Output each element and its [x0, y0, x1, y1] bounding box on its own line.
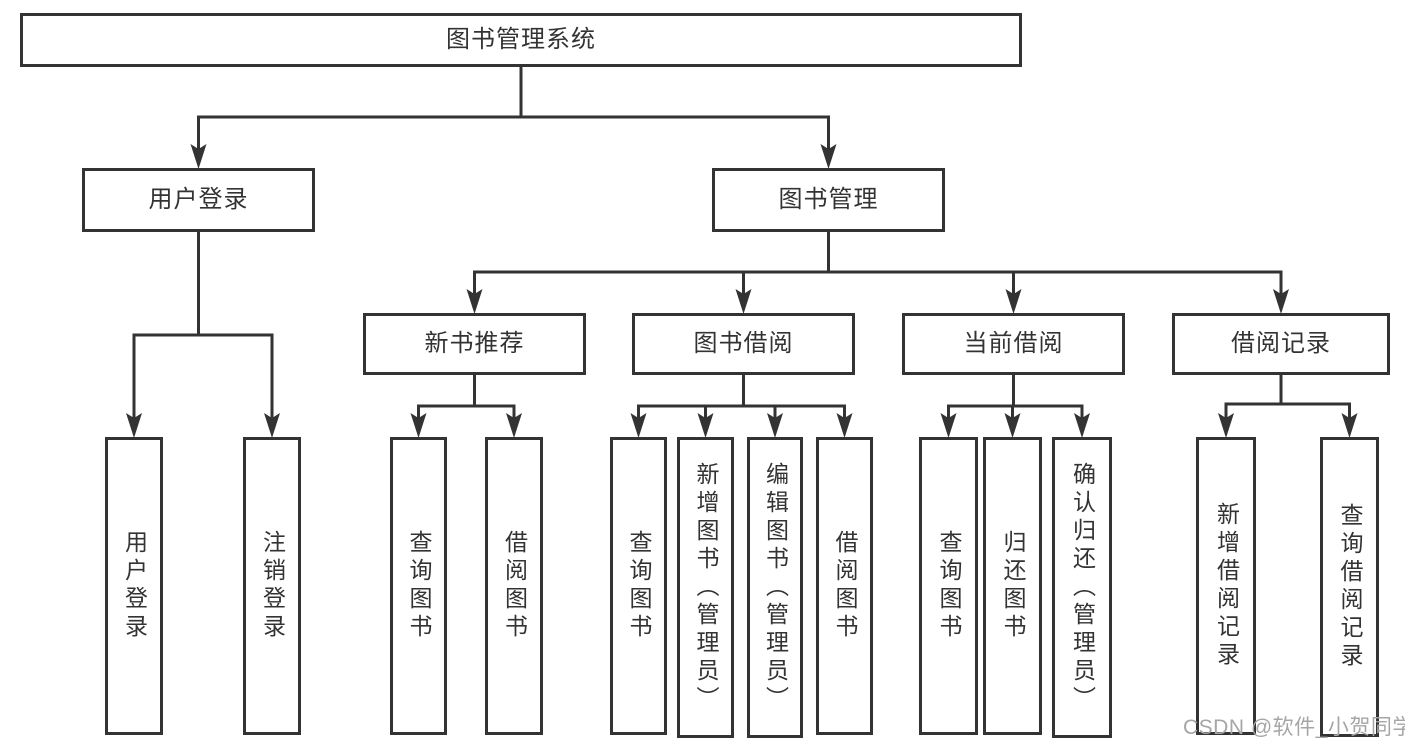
arrowhead-icon [1004, 413, 1021, 438]
node-leaf-borrow-book-2: 借阅图书 [816, 437, 873, 735]
node-label-leaf-query-book-2: 查询图书 [626, 530, 652, 642]
node-label-leaf-add-record: 新增借阅记录 [1213, 502, 1240, 670]
arrowhead-icon [466, 289, 483, 314]
node-leaf-edit-book: 编辑图书（管理员） [747, 437, 803, 738]
arrowhead-icon [126, 413, 142, 438]
edge-user-login [126, 230, 280, 438]
node-label-book-borrow: 图书借阅 [693, 329, 794, 357]
arrowhead-icon [820, 144, 837, 169]
node-label-leaf-query-book-1: 查询图书 [406, 530, 432, 642]
arrowhead-icon [1273, 289, 1289, 314]
node-label-leaf-query-book-3: 查询图书 [936, 530, 962, 642]
edge-root [190, 65, 837, 169]
edge-new-book-rec [410, 373, 522, 438]
node-label-leaf-confirm-return: 确认归还（管理员） [1069, 461, 1096, 714]
watermark: CSDN @软件_小贺同学 [1183, 716, 1405, 739]
node-label-leaf-add-book: 新增图书（管理员） [693, 461, 719, 714]
node-leaf-return-book: 归还图书 [983, 437, 1042, 735]
node-leaf-query-book-1: 查询图书 [390, 437, 447, 735]
node-current-borrow: 当前借阅 [902, 313, 1125, 375]
arrowhead-icon [767, 413, 783, 438]
node-label-root: 图书管理系统 [446, 25, 596, 53]
node-new-book-rec: 新书推荐 [363, 313, 586, 375]
node-label-leaf-return-book: 归还图书 [1000, 530, 1026, 642]
arrowhead-icon [735, 289, 752, 314]
arrowhead-icon [190, 144, 207, 169]
arrowhead-icon [1005, 289, 1022, 314]
node-leaf-user-login: 用户登录 [105, 437, 163, 735]
node-leaf-add-record: 新增借阅记录 [1196, 437, 1256, 735]
arrowhead-icon [1218, 413, 1234, 438]
node-leaf-query-book-2: 查询图书 [610, 437, 667, 735]
node-book-mgmt: 图书管理 [712, 168, 945, 232]
node-label-leaf-borrow-book-1: 借阅图书 [501, 530, 528, 642]
arrowhead-icon [1341, 413, 1358, 438]
node-user-login: 用户登录 [82, 168, 315, 232]
arrowhead-icon [630, 413, 647, 438]
node-leaf-query-record: 查询借阅记录 [1320, 437, 1379, 737]
node-label-borrow-records: 借阅记录 [1231, 329, 1331, 357]
arrowhead-icon [836, 413, 853, 438]
node-label-new-book-rec: 新书推荐 [424, 329, 525, 357]
node-leaf-query-book-3: 查询图书 [919, 437, 978, 735]
arrowhead-icon [506, 413, 522, 438]
node-leaf-add-book: 新增图书（管理员） [677, 437, 734, 738]
arrowhead-icon [264, 413, 280, 438]
node-label-leaf-borrow-book-2: 借阅图书 [832, 530, 858, 642]
arrowhead-icon [940, 413, 957, 438]
node-label-user-login: 用户登录 [148, 185, 249, 213]
node-label-current-borrow: 当前借阅 [963, 329, 1064, 357]
arrowhead-icon [1074, 413, 1090, 438]
arrowhead-icon [410, 413, 427, 438]
edge-book-mgmt [466, 230, 1289, 314]
node-book-borrow: 图书借阅 [632, 313, 855, 375]
arrowhead-icon [697, 413, 714, 438]
node-label-book-mgmt: 图书管理 [778, 185, 879, 213]
node-label-leaf-logout: 注销登录 [259, 530, 286, 642]
node-leaf-borrow-book-1: 借阅图书 [485, 437, 543, 735]
node-leaf-confirm-return: 确认归还（管理员） [1052, 437, 1112, 738]
node-label-leaf-edit-book: 编辑图书（管理员） [762, 461, 789, 714]
node-label-leaf-user-login: 用户登录 [121, 530, 148, 642]
node-label-leaf-query-record: 查询借阅记录 [1337, 503, 1363, 671]
node-borrow-records: 借阅记录 [1172, 313, 1390, 375]
edge-current-borrow [940, 373, 1090, 438]
node-root: 图书管理系统 [20, 13, 1022, 67]
edge-borrow-records [1218, 373, 1358, 438]
edge-book-borrow [630, 373, 853, 438]
node-leaf-logout: 注销登录 [243, 437, 301, 735]
